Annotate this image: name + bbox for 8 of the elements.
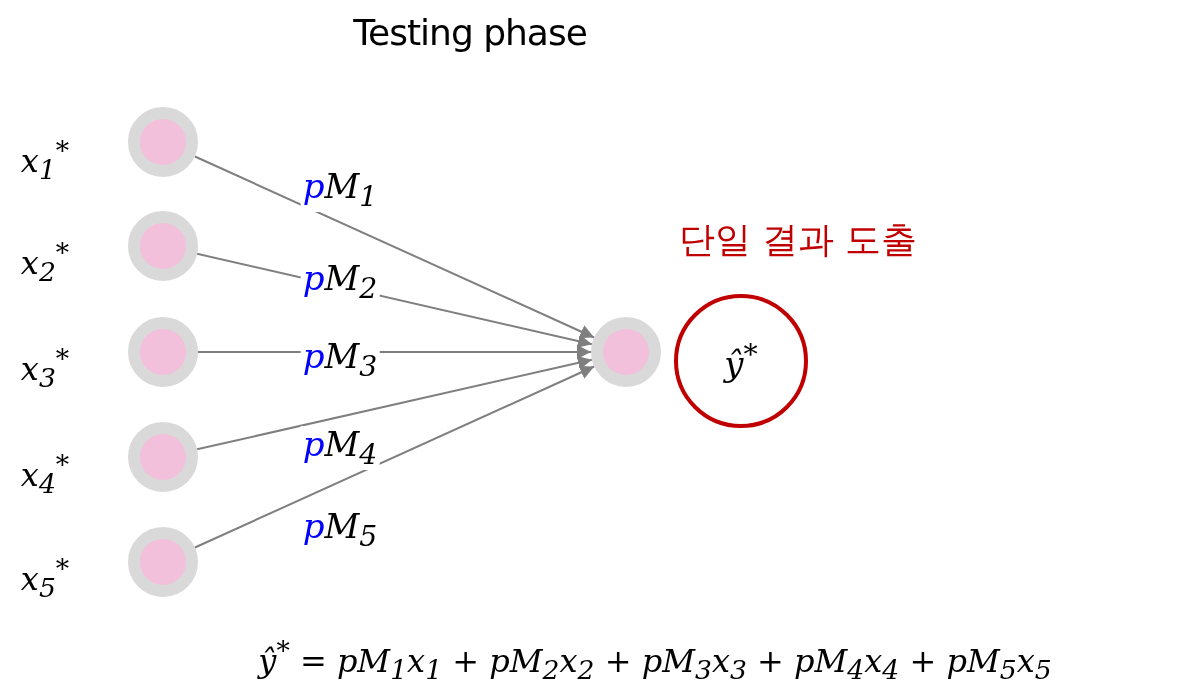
arrow: [196, 355, 593, 451]
formula: ŷ$^{*}$ = pM$_{1}$x$_{1}$ + pM$_{2}$x$_{2}$ + pM$_{3}$x$_{3}$ + pM$_{4}$x$_{4}$ + pM$_{5}$x$_{5}$: [258, 635, 1052, 685]
arrow: [193, 155, 596, 339]
heading-text: 단일 결과 도출: [678, 217, 918, 262]
arrow: [193, 365, 596, 549]
edge-label: pM$_{4}$: [300, 426, 380, 470]
title: Testing phase: [353, 11, 587, 53]
result-circle: ŷ$^{*}$: [674, 294, 808, 428]
